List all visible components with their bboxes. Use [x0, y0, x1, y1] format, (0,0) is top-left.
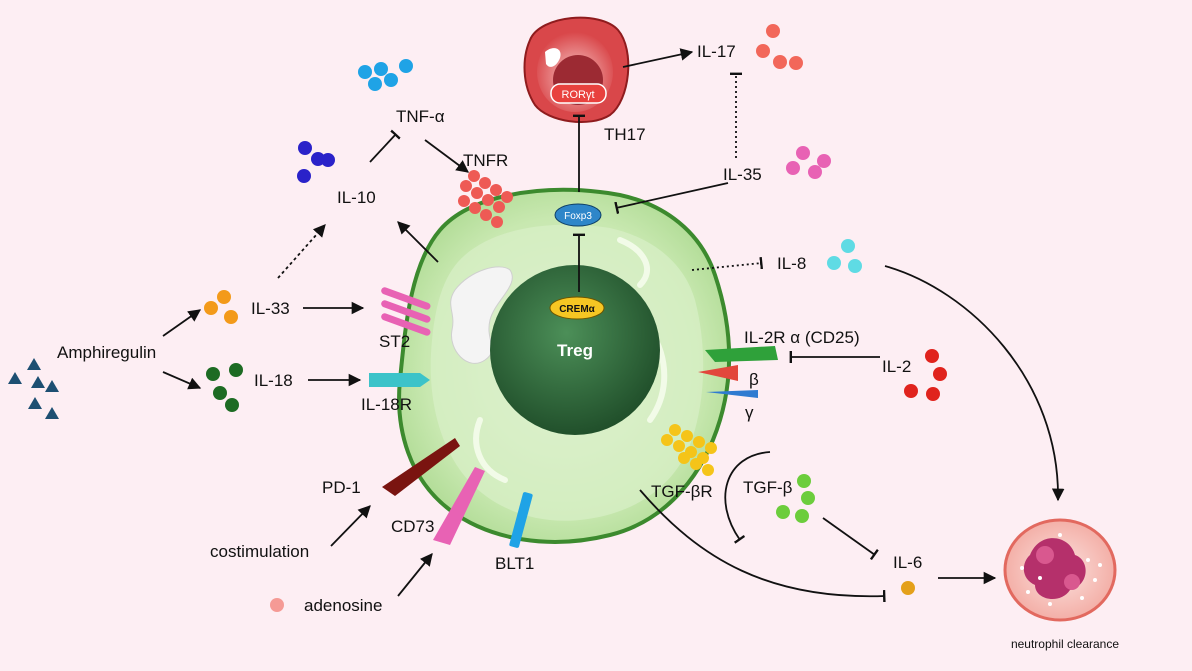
amphiregulin-triangles: [8, 358, 59, 419]
il2r-beta-receptor: [698, 365, 738, 381]
neutrophil: [1003, 518, 1117, 622]
st2-label: ST2: [379, 332, 410, 351]
il6-dot: [901, 581, 915, 595]
il18r-label: IL-18R: [361, 395, 412, 414]
costimulation-label: costimulation: [210, 542, 309, 561]
adenosine-label: adenosine: [304, 596, 382, 615]
pd1-receptor: [382, 438, 460, 496]
crem-badge: [549, 296, 605, 320]
il2-label: IL-2: [882, 357, 911, 376]
st2-receptor: [381, 287, 431, 336]
il17-label: IL-17: [697, 42, 736, 61]
il2r-alpha-receptor: [705, 346, 778, 362]
il35-label: IL-35: [723, 165, 762, 184]
rorgt-label: RORγt: [562, 89, 595, 101]
il2-dots: [904, 349, 947, 401]
il10-dots: [297, 141, 335, 183]
th17-cell: RORγt: [523, 16, 630, 123]
adenosine-dot: [270, 598, 284, 612]
blt1-label: BLT1: [495, 554, 534, 573]
foxp3-badge: [554, 203, 602, 227]
treg-cell: Treg CREMα Foxp3: [397, 187, 732, 544]
tgf-beta-label: TGF-β: [743, 478, 793, 497]
tnfr-receptor: [458, 170, 513, 228]
il8-label: IL-8: [777, 254, 806, 273]
connectors: [162, 48, 1065, 603]
rorgt-badge: [550, 83, 607, 104]
il17-dots: [756, 24, 803, 70]
treg-label: Treg: [557, 341, 593, 360]
amphiregulin-label: Amphiregulin: [57, 343, 156, 362]
nucleus: [490, 265, 660, 435]
il18-label: IL-18: [254, 371, 293, 390]
il18-dots: [206, 363, 243, 412]
tnf-alpha-label: TNF-α: [396, 107, 445, 126]
th17-golgi: [545, 48, 561, 67]
il2r-alpha-label: IL-2R α (CD25): [744, 328, 860, 347]
tgf-beta-r-label: TGF-βR: [651, 482, 713, 501]
foxp3-label: Foxp3: [564, 211, 592, 222]
il8-dots: [827, 239, 862, 273]
blt1-receptor: [509, 492, 533, 548]
il33-dots: [204, 290, 238, 324]
beta-label: β: [749, 370, 759, 389]
tgf-beta-r-receptor: [661, 424, 717, 476]
neutrophil-clearance-label: neutrophil clearance: [1011, 637, 1119, 651]
il18r-receptor: [369, 373, 430, 387]
tnfr-label: TNFR: [463, 151, 508, 170]
th17-label: TH17: [604, 125, 646, 144]
tgf-beta-dots: [776, 474, 815, 523]
cd73-receptor: [433, 467, 485, 545]
pd1-label: PD-1: [322, 478, 361, 497]
cd73-label: CD73: [391, 517, 434, 536]
tnf-alpha-dots: [358, 59, 413, 91]
er-streak: [617, 237, 651, 288]
il35-dots: [786, 146, 831, 179]
il33-label: IL-33: [251, 299, 290, 318]
er-streak: [473, 417, 508, 483]
il6-label: IL-6: [893, 553, 922, 572]
crem-label: CREMα: [559, 304, 595, 315]
gamma-label: γ: [745, 403, 754, 422]
il2r-gamma-receptor: [706, 390, 758, 398]
il10-label: IL-10: [337, 188, 376, 207]
